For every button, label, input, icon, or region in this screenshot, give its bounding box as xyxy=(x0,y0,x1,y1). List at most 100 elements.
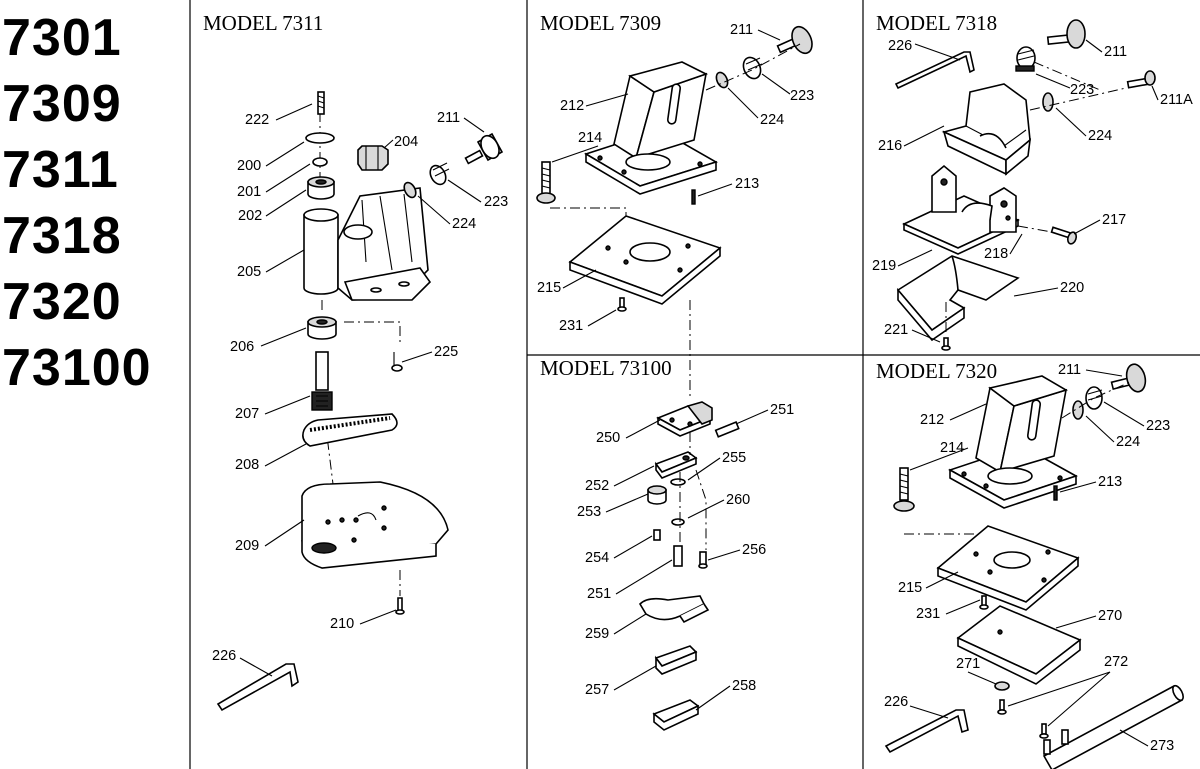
panel-model-7320: MODEL 7320 xyxy=(876,359,1184,769)
part-label: 255 xyxy=(722,450,746,466)
motor-bracket-part xyxy=(948,375,1078,509)
guide-bracket-part xyxy=(656,401,713,437)
pin-part xyxy=(691,189,696,205)
screw-part xyxy=(979,595,989,610)
part-label: 213 xyxy=(1098,474,1122,490)
panel-frame xyxy=(189,0,1200,769)
part-label: 272 xyxy=(1104,654,1128,670)
bushing-part xyxy=(307,176,335,200)
part-label: 223 xyxy=(790,88,814,104)
part-labels: 211 212 223 224 214 213 215 231 270 271 … xyxy=(884,362,1174,754)
guide-tip-part xyxy=(652,699,700,731)
center-line xyxy=(1033,61,1101,91)
part-label: 215 xyxy=(898,580,922,596)
part-label: 251 xyxy=(587,586,611,602)
leader-lines xyxy=(551,29,791,327)
part-label: 207 xyxy=(235,406,259,422)
part-label: 224 xyxy=(760,112,784,128)
part-label: 250 xyxy=(596,430,620,446)
part-label: 271 xyxy=(956,656,980,672)
part-label: 211 xyxy=(730,22,753,38)
washer-part xyxy=(305,132,335,144)
pin-part xyxy=(673,545,683,567)
motor-bracket-part xyxy=(941,83,1032,176)
panel-title: MODEL 7318 xyxy=(876,11,997,35)
screw-part xyxy=(395,597,405,615)
part-label: 204 xyxy=(394,134,418,150)
center-line xyxy=(695,469,707,550)
part-label: 252 xyxy=(585,478,609,494)
part-label: 210 xyxy=(330,616,354,632)
bearing-part xyxy=(307,316,337,340)
sub-base-plate-part xyxy=(568,215,722,305)
hex-key-part xyxy=(884,709,969,754)
leader-lines xyxy=(897,39,1159,343)
part-label: 223 xyxy=(1070,82,1094,98)
leader-lines xyxy=(909,369,1149,747)
washer-part xyxy=(671,518,685,526)
washer-part xyxy=(1042,92,1054,112)
base-plate-part xyxy=(896,255,1020,342)
washer-part xyxy=(670,478,686,486)
screw-part xyxy=(617,297,627,312)
washer-part xyxy=(403,181,417,199)
model-number: 7320 xyxy=(2,273,122,331)
part-label: 206 xyxy=(230,339,254,355)
guide-tip-part xyxy=(654,645,698,675)
leader-lines xyxy=(605,409,769,711)
extension-plate-part xyxy=(956,605,1082,685)
knob-screw-part xyxy=(1110,363,1147,393)
bolt-part xyxy=(893,467,915,512)
screw-part xyxy=(997,699,1007,715)
part-label: 211 xyxy=(1104,44,1127,60)
model-number: 7309 xyxy=(2,75,122,133)
screw-part xyxy=(653,529,661,541)
panel-title: MODEL 7309 xyxy=(540,11,661,35)
part-labels: 211 223 212 224 214 213 215 231 xyxy=(537,22,814,334)
pin-part xyxy=(714,421,740,438)
part-label: 223 xyxy=(1146,418,1170,434)
washer-part xyxy=(715,71,729,89)
knob-screw-part xyxy=(776,25,813,55)
panel-model-7311: MODEL 7311 xyxy=(203,11,508,712)
sub-base-plate-part xyxy=(936,525,1080,611)
cap-nut-part xyxy=(357,145,389,171)
panel-model-7318: MODEL 7318 xyxy=(872,11,1193,351)
part-label: 226 xyxy=(888,38,912,54)
panel-model-7309: MODEL 7309 xyxy=(536,11,814,400)
center-line xyxy=(1029,87,1127,111)
part-label: 211A xyxy=(1160,92,1193,108)
spacer-part xyxy=(647,485,667,505)
knob-screw-part xyxy=(1046,19,1086,49)
model-number: 7311 xyxy=(2,141,119,199)
spring-clip-part xyxy=(1015,46,1036,72)
center-line xyxy=(1017,225,1053,233)
part-labels: 222 200 201 202 204 211 223 224 205 206 … xyxy=(212,110,508,664)
center-line xyxy=(679,432,691,544)
pin-part xyxy=(1053,485,1058,501)
bolt-part xyxy=(536,161,556,204)
lock-screw-part xyxy=(1050,226,1078,245)
part-label: 208 xyxy=(235,457,259,473)
spring-clip-part xyxy=(1085,386,1103,410)
part-label: 260 xyxy=(726,492,750,508)
part-label: 202 xyxy=(238,208,262,224)
part-label: 251 xyxy=(770,402,794,418)
model-number: 7318 xyxy=(2,207,122,265)
part-label: 200 xyxy=(237,158,261,174)
part-label: 209 xyxy=(235,538,259,554)
motor-bracket-part xyxy=(584,61,718,195)
panel-model-73100: MODEL 73100 xyxy=(540,356,794,731)
center-line xyxy=(1061,381,1131,419)
shaft-gear-part xyxy=(311,351,333,411)
part-label: 224 xyxy=(452,216,476,232)
part-label: 214 xyxy=(578,130,602,146)
hex-key-part xyxy=(216,663,299,712)
screw-part xyxy=(1039,723,1049,739)
pivot-bracket-part xyxy=(902,164,1020,255)
part-label: 257 xyxy=(585,682,609,698)
hex-key-part xyxy=(894,51,975,90)
part-labels: 226 211 223 211A 216 224 217 218 219 220… xyxy=(872,38,1193,338)
part-label: 217 xyxy=(1102,212,1126,228)
guide-arm-part xyxy=(654,451,698,479)
